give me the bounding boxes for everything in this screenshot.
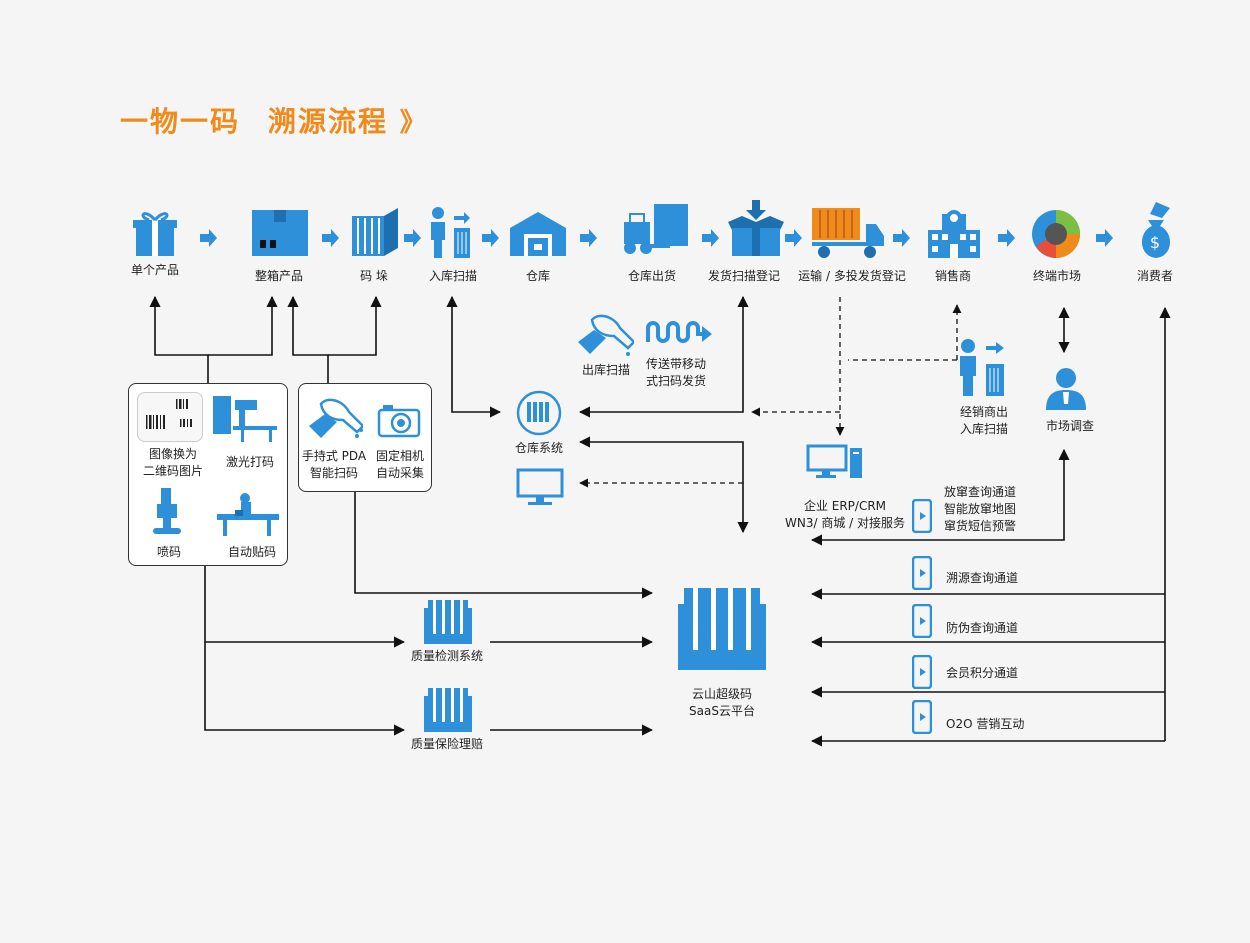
phone-icon-member (912, 655, 932, 689)
title-part2: 溯源流程 (268, 105, 389, 138)
box-icon (252, 210, 308, 256)
phone-icon-o2o (912, 700, 932, 734)
label-stack: 码 垛 (360, 269, 388, 283)
handheld-scanner-icon (578, 314, 634, 356)
camera-icon (377, 405, 421, 438)
open-box-icon (728, 200, 784, 256)
pie-ring-icon (1032, 210, 1080, 258)
chevron-icon: 》 (399, 108, 428, 138)
label-member-channel: 会员积分通道 (946, 666, 1019, 680)
conveyor-wave-icon (646, 321, 712, 343)
monitor-icon (516, 468, 564, 505)
truck-icon (812, 208, 884, 258)
label-auto-labeling: 自动贴码 (227, 545, 277, 559)
laser-printer-icon (213, 396, 277, 442)
pda-scanner-icon (309, 398, 363, 438)
inkjet-icon (153, 488, 181, 534)
money-bag-icon: $ (1141, 202, 1171, 258)
label-distributor: 销售商 (934, 269, 972, 283)
label-terminal-market: 终端市场 (1032, 269, 1082, 283)
quality-insurance-icon (424, 688, 472, 732)
label-anti-diversion-group: 放窜查询通道智能放窜地图窜货短信预警 (944, 485, 1017, 533)
label-quality-insurance: 质量保险理赔 (410, 737, 484, 751)
label-warehouse-system: 仓库系统 (514, 441, 564, 455)
label-dealer-scan: 经销商出入库扫描 (959, 405, 1009, 436)
pallet-icon (352, 208, 398, 256)
coding-methods-box: 图像换为二维码图片 激光打码 喷码 自动贴码 (128, 383, 288, 566)
label-quality-system: 质量检测系统 (410, 649, 484, 663)
labeler-icon (217, 493, 279, 536)
label-anti-fake-channel: 防伪查询通道 (946, 621, 1019, 635)
platform-icon (678, 588, 766, 670)
label-single-product: 单个产品 (130, 263, 180, 277)
label-laser-coding: 激光打码 (225, 455, 274, 469)
warehouse-system-icon (516, 390, 562, 436)
phone-icon-group (912, 499, 932, 533)
title-part1: 一物一码 (120, 105, 241, 138)
label-image-to-qr: 图像换为二维码图片 (142, 447, 203, 478)
worker-scan-icon (431, 207, 470, 258)
forklift-icon (624, 204, 688, 254)
label-camera: 固定相机自动采集 (375, 449, 424, 480)
computer-icon (806, 444, 862, 478)
label-warehouse-out: 仓库出货 (627, 269, 677, 283)
barcode-icon (137, 392, 203, 442)
phone-icon-anti-fake (912, 604, 932, 638)
label-transport: 运输 / 多投发货登记 (798, 269, 906, 283)
building-icon (928, 210, 980, 258)
label-inkjet: 喷码 (156, 545, 182, 559)
label-consumer: 消费者 (1136, 269, 1174, 283)
warehouse-icon (510, 212, 566, 256)
label-trace-channel: 溯源查询通道 (946, 571, 1019, 585)
phone-icon-trace (912, 556, 932, 590)
page-title: 一物一码溯源流程 》 (120, 100, 428, 140)
label-conveyor: 传送带移动式扫码发货 (646, 357, 707, 388)
gift-icon (133, 212, 177, 256)
label-boxed-product: 整箱产品 (254, 269, 304, 283)
dealer-scan-icon (960, 339, 1004, 396)
label-market-survey: 市场调查 (1045, 419, 1095, 433)
label-ship-scan: 发货扫描登记 (707, 269, 781, 283)
label-inbound-scan: 入库扫描 (428, 269, 478, 283)
label-warehouse: 仓库 (525, 269, 551, 283)
label-outbound-scan: 出库扫描 (581, 363, 631, 377)
person-icon (1046, 368, 1086, 410)
quality-system-icon (424, 600, 472, 644)
svg-text:$: $ (1150, 233, 1160, 252)
label-o2o-channel: O2O 营销互动 (946, 717, 1025, 731)
